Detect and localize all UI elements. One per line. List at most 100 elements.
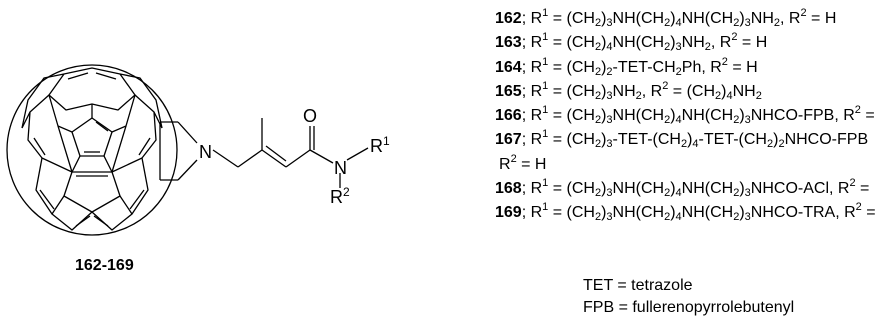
formula-text: ; R xyxy=(521,107,543,125)
pyrrolidine-ring xyxy=(159,121,198,181)
formula-text: ) xyxy=(670,10,676,27)
formula-text: , R xyxy=(710,34,732,52)
compound-row-167-continuation: R2 = H xyxy=(495,153,873,177)
r2-label: R2 xyxy=(330,185,350,207)
compound-row-166: 166; R1 = (CH2)3NH(CH2)4NH(CH2)3NHCO-FPB… xyxy=(495,104,875,128)
amide-nitrogen-label: N xyxy=(334,158,347,178)
subscript: 2 xyxy=(594,17,602,29)
subscript: 2 xyxy=(715,89,722,102)
legend-item-fpb: FPB = fullerenopyrrolebutenyl xyxy=(583,299,795,316)
formula-text: NH xyxy=(750,10,774,27)
formula-text: = (CH xyxy=(548,58,595,76)
formula-text: = H xyxy=(866,204,875,222)
formula-text: ) xyxy=(601,82,607,100)
formula-text: ) xyxy=(601,204,607,222)
subscript: 2 xyxy=(664,187,671,200)
subscript: 2 xyxy=(675,65,682,78)
superscript: 2 xyxy=(855,201,862,214)
compound-row-162: 162; R1 = (CH2)3NH(CH2)4NH(CH2)3NH2, R2 … xyxy=(495,7,873,31)
subscript: 4 xyxy=(675,114,682,127)
compound-row-163: 163; R1 = (CH2)4NH(CH2)3NH2, R2 = H xyxy=(495,31,873,55)
subscript: 3 xyxy=(606,17,613,29)
superscript: 2 xyxy=(849,177,856,190)
subscript: 2 xyxy=(664,17,671,29)
compound-number: 166 xyxy=(495,107,522,125)
subscript: 2 xyxy=(704,41,711,54)
butenyl-amide-chain xyxy=(212,118,369,188)
r1-label: R1 xyxy=(370,134,390,156)
compound-number: 163 xyxy=(495,34,522,52)
subscript: 2 xyxy=(594,89,602,102)
ring-nitrogen-label: N xyxy=(199,142,212,162)
superscript: 1 xyxy=(542,201,549,214)
superscript: 2 xyxy=(721,55,728,68)
formula-text: NH(CH xyxy=(612,180,665,198)
subscript: 2 xyxy=(733,114,740,127)
subscript: 4 xyxy=(675,187,682,200)
compound-row-165: 165; R1 = (CH2)3NH2, R2 = (CH2)4NH2 xyxy=(495,80,873,104)
superscript: 1 xyxy=(542,79,549,92)
formula-text: , R xyxy=(780,10,801,27)
formula-text: = H xyxy=(865,107,875,125)
subscript: 4 xyxy=(675,17,682,29)
abbreviation-legend: TET = tetrazole FPB = fullerenopyrrolebu… xyxy=(583,275,794,319)
compound-list: 162; R1 = (CH2)3NH(CH2)4NH(CH2)3NH2, R2 … xyxy=(495,7,875,226)
formula-text: NHCO-FPB, R xyxy=(750,107,855,125)
formula-text: = H xyxy=(727,58,758,76)
subscript: 3 xyxy=(606,187,613,200)
formula-text: NH(CH xyxy=(612,34,665,52)
formula-text: ) xyxy=(670,204,676,222)
formula-text: ; R xyxy=(521,82,543,100)
subscript: 2 xyxy=(594,41,602,54)
superscript: 1 xyxy=(542,177,549,190)
legend-item-tet: TET = tetrazole xyxy=(583,277,693,294)
formula-text: ) xyxy=(721,82,727,100)
subscript: 3 xyxy=(606,211,613,224)
formula-text: NH(CH xyxy=(681,107,734,125)
formula-text: = H xyxy=(806,10,837,27)
superscript: 2 xyxy=(510,152,517,165)
subscript: 2 xyxy=(664,41,671,54)
formula-text: ) xyxy=(601,131,607,149)
subscript: 3 xyxy=(675,41,682,54)
formula-text: NH(CH xyxy=(681,180,734,198)
formula-text: = (CH xyxy=(548,82,595,100)
formula-text: = (CH xyxy=(548,131,595,149)
subscript: 2 xyxy=(594,138,602,151)
subscript: 4 xyxy=(726,89,733,102)
subscript: 3 xyxy=(744,114,751,127)
subscript: 2 xyxy=(635,89,642,102)
formula-text: = H xyxy=(737,34,768,52)
compound-number: 169 xyxy=(495,204,522,222)
formula-text: ) xyxy=(670,180,676,198)
subscript: 2 xyxy=(733,211,740,224)
compound-number: 164 xyxy=(495,58,522,76)
formula-text: ; R xyxy=(521,131,543,149)
formula-text: = (CH xyxy=(548,107,595,125)
formula-text: ; R xyxy=(521,204,543,222)
formula-text: = (CH xyxy=(548,10,595,27)
formula-text: NHCO-ACl, R xyxy=(750,180,850,198)
formula-text: ) xyxy=(601,10,607,27)
superscript: 1 xyxy=(542,7,549,19)
carbonyl-oxygen-label: O xyxy=(303,106,317,126)
formula-text: ) xyxy=(601,58,607,76)
compound-row-167: 167; R1 = (CH2)3-TET-(CH2)4-TET-(CH2)2NH… xyxy=(495,128,873,152)
formula-text: ; R xyxy=(521,10,543,27)
superscript: 2 xyxy=(854,104,861,117)
compound-row-164: 164; R1 = (CH2)2-TET-CH2Ph, R2 = H xyxy=(495,56,873,80)
subscript: 2 xyxy=(733,187,740,200)
subscript: 2 xyxy=(733,17,740,29)
superscript: 1 xyxy=(542,128,549,141)
subscript: 3 xyxy=(606,114,613,127)
formula-text: NH xyxy=(732,82,756,100)
subscript: 4 xyxy=(675,211,682,224)
subscript: 2 xyxy=(680,138,688,151)
subscript: 2 xyxy=(664,114,671,127)
superscript: 1 xyxy=(542,55,549,68)
formula-text: = (CH xyxy=(548,180,595,198)
formula-text: NH(CH xyxy=(681,204,734,222)
subscript: 2 xyxy=(594,187,602,200)
subscript: 3 xyxy=(744,17,751,29)
subscript: 2 xyxy=(606,65,613,78)
